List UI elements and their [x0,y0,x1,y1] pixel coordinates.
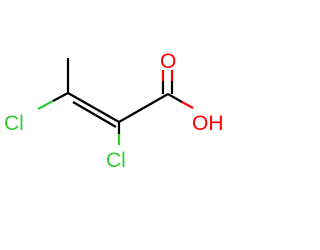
bond-c3-c2-inner [72,101,117,128]
chlorine-left-label: Cl [4,112,24,135]
carbonyl-oxygen-label: O [160,50,176,73]
bond-c3-cl-left-green [37,100,54,110]
structure-canvas: Cl Cl O OH [4,50,224,172]
bond-c3-c2-outer [67,92,120,123]
hydroxyl-label: OH [192,112,224,135]
molecule-diagram: Cl Cl O OH [4,50,224,172]
atom-labels: Cl Cl O OH [4,50,224,172]
bond-c1-oh-dark [167,93,183,103]
bond-c3-cl-left-dark [52,92,69,102]
chlorine-bottom-label: Cl [106,149,126,172]
bond-c1-oh-red [181,101,194,109]
bonds [37,58,194,145]
bond-c2-c1 [118,93,169,123]
